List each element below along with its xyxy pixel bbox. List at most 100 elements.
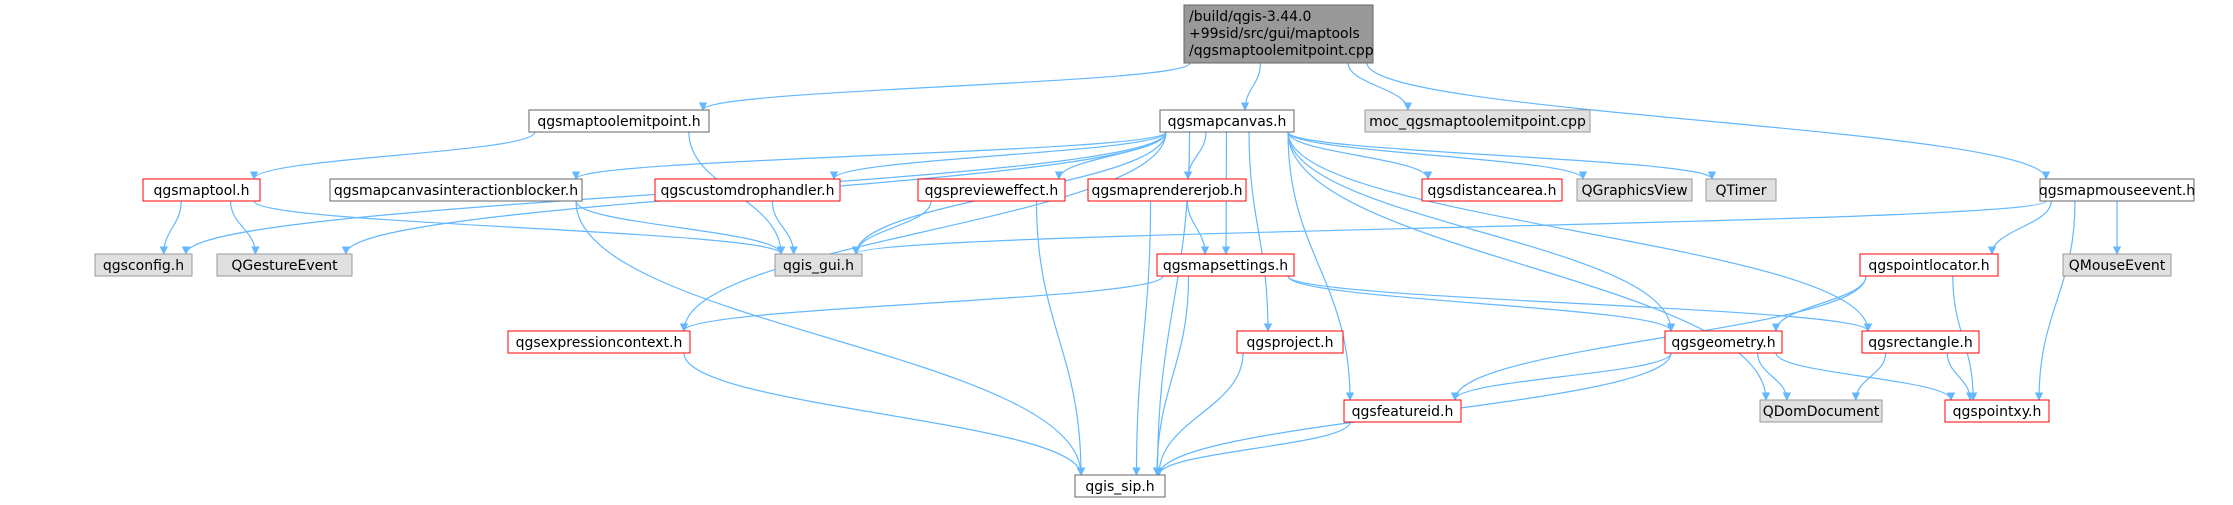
node-moc[interactable]: moc_qgsmaptoolemitpoint.cpp (1364, 109, 1591, 133)
edge-settings_h-to-sip_h (1152, 275, 1190, 476)
node-label: qgsconfig.h (103, 258, 184, 274)
node-box (1861, 330, 1980, 354)
edge-root-to-mouseevent_h (1366, 62, 2051, 180)
node-box (2039, 178, 2195, 202)
edge-mapcanvas_h-to-blocker_h (572, 131, 1167, 180)
edge-settings_h-to-expression_h (679, 275, 1164, 332)
node-blocker-h[interactable]: qgsmapcanvasinteractionblocker.h (329, 178, 583, 202)
node-box (1944, 399, 2050, 423)
edge-renderjob_h-to-sip_h (1132, 200, 1152, 476)
node-box (1183, 4, 1374, 64)
node-label: qgsproject.h (1247, 335, 1334, 351)
node-box (94, 253, 193, 277)
node-box (142, 178, 261, 202)
edge-renderjob_h-to-settings_h (1186, 200, 1210, 255)
node-sip-h[interactable]: qgis_sip.h (1074, 474, 1166, 498)
node-preview-h[interactable]: qgspreviewеffect.h (917, 178, 1066, 202)
edge-blocker_h-to-sip_h (575, 200, 1086, 476)
node-mouseevent-h[interactable]: qgsmapmouseevent.h (2039, 178, 2195, 202)
node-label: qgsdistancearea.h (1428, 183, 1557, 199)
edge-rectangle_h-to-pointxy_h (1946, 352, 1975, 401)
edge-rectangle_h-to-qdom (1851, 352, 1887, 401)
node-label: qgsrectangle.h (1868, 335, 1972, 351)
node-config-h[interactable]: qgsconfig.h (94, 253, 193, 277)
node-box (1087, 178, 1247, 202)
node-box (1705, 178, 1777, 202)
edge-mapcanvas_h-to-rectangle_h (1287, 131, 1873, 332)
node-customdrop-h[interactable]: qgscustomdrophandler.h (654, 178, 841, 202)
edge-mapcanvas_h-to-geometry_h (1287, 131, 1676, 332)
node-expression-h[interactable]: qgsexpressioncontext.h (507, 330, 691, 354)
node-box (774, 253, 863, 277)
edge-mapcanvas_h-to-featureid_h (1287, 131, 1355, 401)
edge-root-to-maptoolemitpoint_h (698, 62, 1191, 111)
node-geometry-h[interactable]: qgsgeometry.h (1664, 330, 1783, 354)
edge-mapcanvas_h-to-preview_h (1054, 131, 1167, 180)
node-label: QTimer (1715, 183, 1766, 199)
edge-maptool_h-to-config_h (159, 200, 182, 255)
edge-mapcanvas_h-to-renderjob_h (1183, 131, 1207, 180)
node-qmouseevent[interactable]: QMouseEvent (2062, 253, 2172, 277)
node-layer: /build/qgis-3.44.0+99sid/src/gui/maptool… (94, 4, 2195, 498)
node-renderjob-h[interactable]: qgsmaprendererjob.h (1087, 178, 1247, 202)
edge-mapcanvas_h-to-distance_h (1287, 131, 1433, 180)
node-label: qgsfeatureid.h (1352, 404, 1454, 420)
node-label: qgsmaptool.h (153, 183, 249, 199)
node-qdom[interactable]: QDomDocument (1759, 399, 1883, 423)
edge-expression_h-to-sip_h (683, 352, 1086, 476)
edge-mapcanvas_h-to-expression_h (679, 131, 1167, 332)
node-label: qgis_sip.h (1085, 479, 1154, 495)
node-label: /build/qgis-3.44.0+99sid/src/gui/maptool… (1189, 9, 1374, 59)
edge-blocker_h-to-gui_h (575, 200, 786, 255)
node-label: qgsgeometry.h (1671, 335, 1775, 351)
node-box (1859, 253, 1999, 277)
node-mapcanvas-h[interactable]: qgsmapcanvas.h (1159, 109, 1295, 133)
edge-mouseevent_h-to-gui_h (852, 200, 2047, 255)
edge-pointlocator_h-to-geometry_h (1771, 275, 1867, 332)
edge-maptool_h-to-gui_h (253, 200, 786, 255)
node-box (1159, 109, 1295, 133)
edge-root-to-mapcanvas_h (1240, 62, 1262, 111)
node-qgesture[interactable]: QGestureEvent (216, 253, 353, 277)
edge-pointlocator_h-to-featureid_h (1450, 275, 1867, 401)
node-box (1576, 178, 1693, 202)
node-box (1759, 399, 1883, 423)
node-gui-h[interactable]: qgis_gui.h (774, 253, 863, 277)
node-box (917, 178, 1066, 202)
node-distance-h[interactable]: qgsdistancearea.h (1421, 178, 1563, 202)
edge-geometry_h-to-pointxy_h (1775, 352, 1956, 401)
node-label: qgsmapcanvas.h (1168, 114, 1287, 130)
node-label: qgsexpressioncontext.h (516, 335, 683, 351)
node-box (1343, 399, 1462, 423)
node-maptoolemitpoint-h[interactable]: qgsmaptoolemitpoint.h (528, 109, 710, 133)
node-pointxy-h[interactable]: qgspointxy.h (1944, 399, 2050, 423)
node-pointlocator-h[interactable]: qgspointlocator.h (1859, 253, 1999, 277)
node-maptool-h[interactable]: qgsmaptool.h (142, 178, 261, 202)
node-featureid-h[interactable]: qgsfeatureid.h (1343, 399, 1462, 423)
node-label: qgsmapsettings.h (1163, 258, 1288, 274)
edge-customdrop_h-to-gui_h (771, 200, 798, 255)
node-label: moc_qgsmaptoolemitpoint.cpp (1369, 114, 1586, 130)
node-label: qgspointxy.h (1953, 404, 2042, 420)
node-qtimer[interactable]: QTimer (1705, 178, 1777, 202)
edge-preview_h-to-gui_h (851, 200, 932, 255)
node-box (1236, 330, 1344, 354)
node-root[interactable]: /build/qgis-3.44.0+99sid/src/gui/maptool… (1183, 4, 1374, 64)
node-project-h[interactable]: qgsproject.h (1236, 330, 1344, 354)
node-label: qgspreviewеffect.h (925, 183, 1059, 199)
edge-mapcanvas_h-to-project_h (1248, 131, 1273, 332)
node-rectangle-h[interactable]: qgsrectangle.h (1861, 330, 1980, 354)
edge-root-to-moc (1347, 62, 1413, 111)
edge-mapcanvas_h-to-customdrop_h (829, 131, 1167, 180)
edge-mapcanvas_h-to-qdom (1287, 131, 1771, 401)
node-settings-h[interactable]: qgsmapsettings.h (1156, 253, 1295, 277)
node-label: qgsmapmouseevent.h (2039, 183, 2195, 199)
node-box (216, 253, 353, 277)
edge-mapcanvas_h-to-qtimer (1287, 131, 1717, 180)
node-label: qgscustomdrophandler.h (661, 183, 835, 199)
node-box (654, 178, 841, 202)
edge-project_h-to-sip_h (1154, 352, 1244, 476)
node-box (1364, 109, 1591, 133)
node-qgraphicsview[interactable]: QGraphicsView (1576, 178, 1693, 202)
